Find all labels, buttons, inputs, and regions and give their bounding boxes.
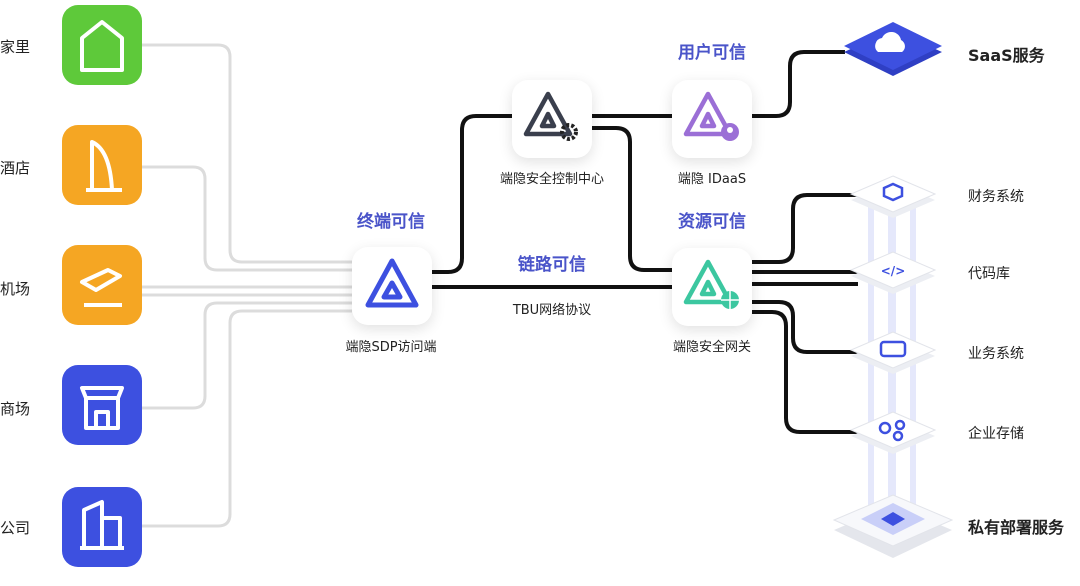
store-icon bbox=[80, 386, 124, 430]
sdp-client-label: 端隐SDP访问端 bbox=[345, 340, 437, 355]
sdp-logo-icon bbox=[365, 258, 419, 308]
cloud-icon bbox=[875, 31, 905, 52]
idaas-user-logo-icon bbox=[683, 91, 739, 141]
saas-platform bbox=[844, 22, 942, 76]
finance-icon bbox=[882, 182, 904, 202]
control-center-node[interactable] bbox=[512, 80, 592, 158]
resource-trust-heading: 资源可信 bbox=[678, 212, 746, 232]
security-gateway-node[interactable] bbox=[672, 248, 752, 326]
code-icon: </> bbox=[881, 264, 906, 278]
control-gear-logo-icon bbox=[523, 91, 578, 141]
resource-label-code: 代码库 bbox=[968, 266, 1010, 282]
private-deploy-label: 私有部署服务 bbox=[968, 518, 1065, 537]
source-label-airport: 机场 bbox=[0, 280, 31, 298]
building-icon bbox=[80, 500, 124, 550]
storage-icon bbox=[878, 421, 892, 435]
resource-label-finance: 财务系统 bbox=[968, 189, 1024, 205]
link-trust-heading: 链路可信 bbox=[518, 255, 586, 275]
idaas-node[interactable] bbox=[672, 80, 752, 158]
source-label-mall: 商场 bbox=[0, 400, 31, 418]
resource-label-business: 业务系统 bbox=[968, 346, 1024, 362]
source-label-company: 公司 bbox=[0, 519, 31, 537]
user-trust-heading: 用户可信 bbox=[678, 43, 746, 63]
resource-platforms: </> bbox=[832, 175, 954, 558]
control-center-label: 端隐安全控制中心 bbox=[499, 172, 605, 187]
terminal-trust-heading: 终端可信 bbox=[357, 212, 425, 232]
source-label-home: 家里 bbox=[0, 38, 31, 56]
home-icon bbox=[80, 20, 124, 72]
saas-label: SaaS服务 bbox=[968, 46, 1045, 65]
private-deploy-platform bbox=[832, 494, 954, 558]
source-label-hotel: 酒店 bbox=[0, 159, 31, 177]
black-links bbox=[430, 50, 858, 434]
sdp-client-node[interactable] bbox=[352, 247, 432, 325]
idaas-label: 端隐 IDaaS bbox=[677, 172, 747, 187]
airplane-icon bbox=[80, 268, 122, 307]
briefcase-icon bbox=[879, 340, 907, 358]
protocol-label: TBU网络协议 bbox=[512, 303, 592, 318]
source-glyphs bbox=[80, 20, 124, 550]
resource-label-storage: 企业存储 bbox=[968, 426, 1024, 442]
gateway-label: 端隐安全网关 bbox=[672, 340, 752, 355]
gateway-globe-logo-icon bbox=[683, 259, 739, 309]
chip-icon bbox=[881, 512, 905, 526]
store-app-icon bbox=[62, 365, 142, 445]
hotel-icon bbox=[86, 140, 122, 192]
gray-source-lines bbox=[142, 43, 352, 528]
